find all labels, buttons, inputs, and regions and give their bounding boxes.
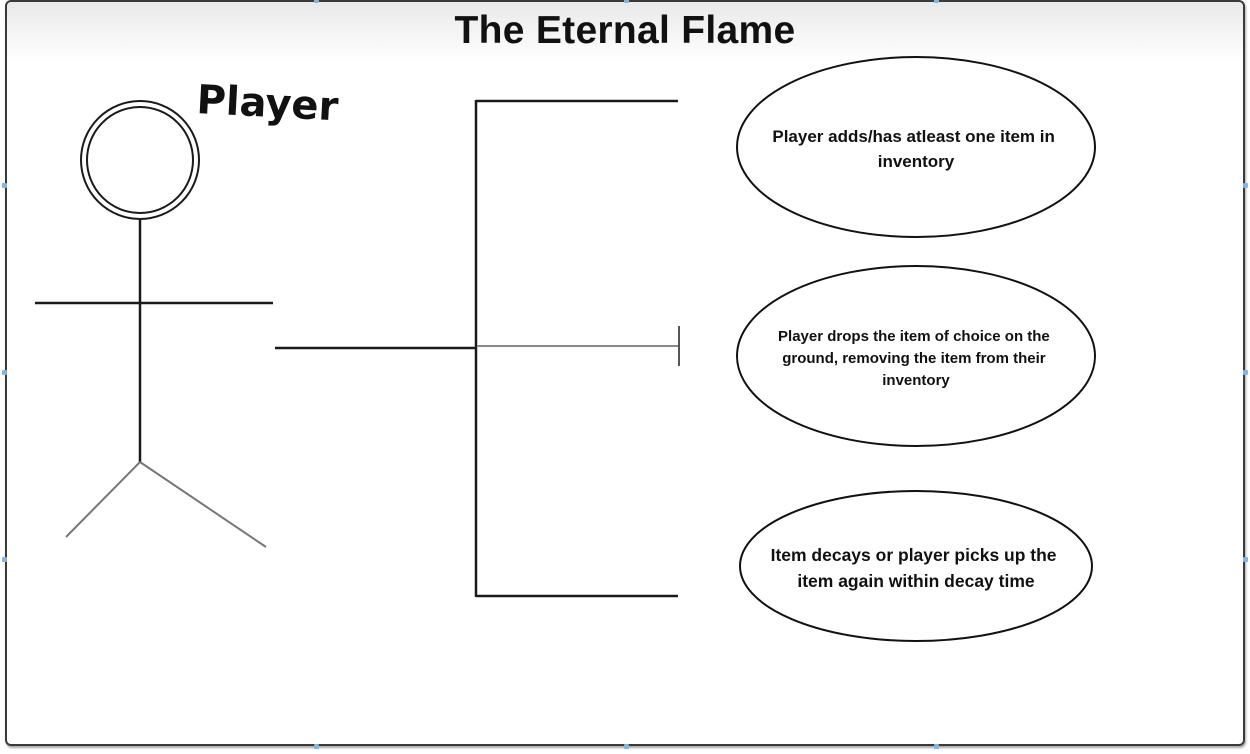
selection-handle[interactable]: [1243, 370, 1248, 375]
selection-handle[interactable]: [314, 744, 319, 749]
diagram-title: The Eternal Flame: [454, 9, 796, 52]
actor-right-leg: [139, 461, 267, 548]
selection-handle[interactable]: [624, 0, 629, 3]
actor-label: Player: [195, 77, 339, 130]
actor-head-inner: [86, 106, 194, 214]
use-case-3[interactable]: Item decays or player picks up the item …: [739, 490, 1093, 642]
use-case-3-text: Item decays or player picks up the item …: [771, 545, 1062, 591]
selection-handle[interactable]: [1243, 557, 1248, 562]
use-case-1[interactable]: Player adds/has atleast one item in inve…: [736, 56, 1096, 238]
use-case-ellipse: [736, 56, 1096, 238]
actor-left-leg: [65, 461, 141, 538]
selection-handle[interactable]: [2, 557, 7, 562]
selection-handle[interactable]: [2, 183, 7, 188]
selection-handle[interactable]: [2, 370, 7, 375]
selection-handle[interactable]: [934, 744, 939, 749]
use-case-2-text: Player drops the item of choice on the g…: [778, 328, 1054, 389]
use-case-1-text: Player adds/has atleast one item in inve…: [772, 127, 1059, 171]
use-case-ellipse: [736, 265, 1096, 447]
selection-handle[interactable]: [314, 0, 319, 3]
actor-head: [80, 100, 200, 220]
actor-stick-figure[interactable]: [35, 100, 273, 548]
selection-handle[interactable]: [1243, 183, 1248, 188]
use-case-ellipse: [739, 490, 1093, 642]
association-connector[interactable]: [275, 99, 680, 598]
use-case-2[interactable]: Player drops the item of choice on the g…: [736, 265, 1096, 447]
selection-handle[interactable]: [934, 0, 939, 3]
selection-handle[interactable]: [624, 744, 629, 749]
